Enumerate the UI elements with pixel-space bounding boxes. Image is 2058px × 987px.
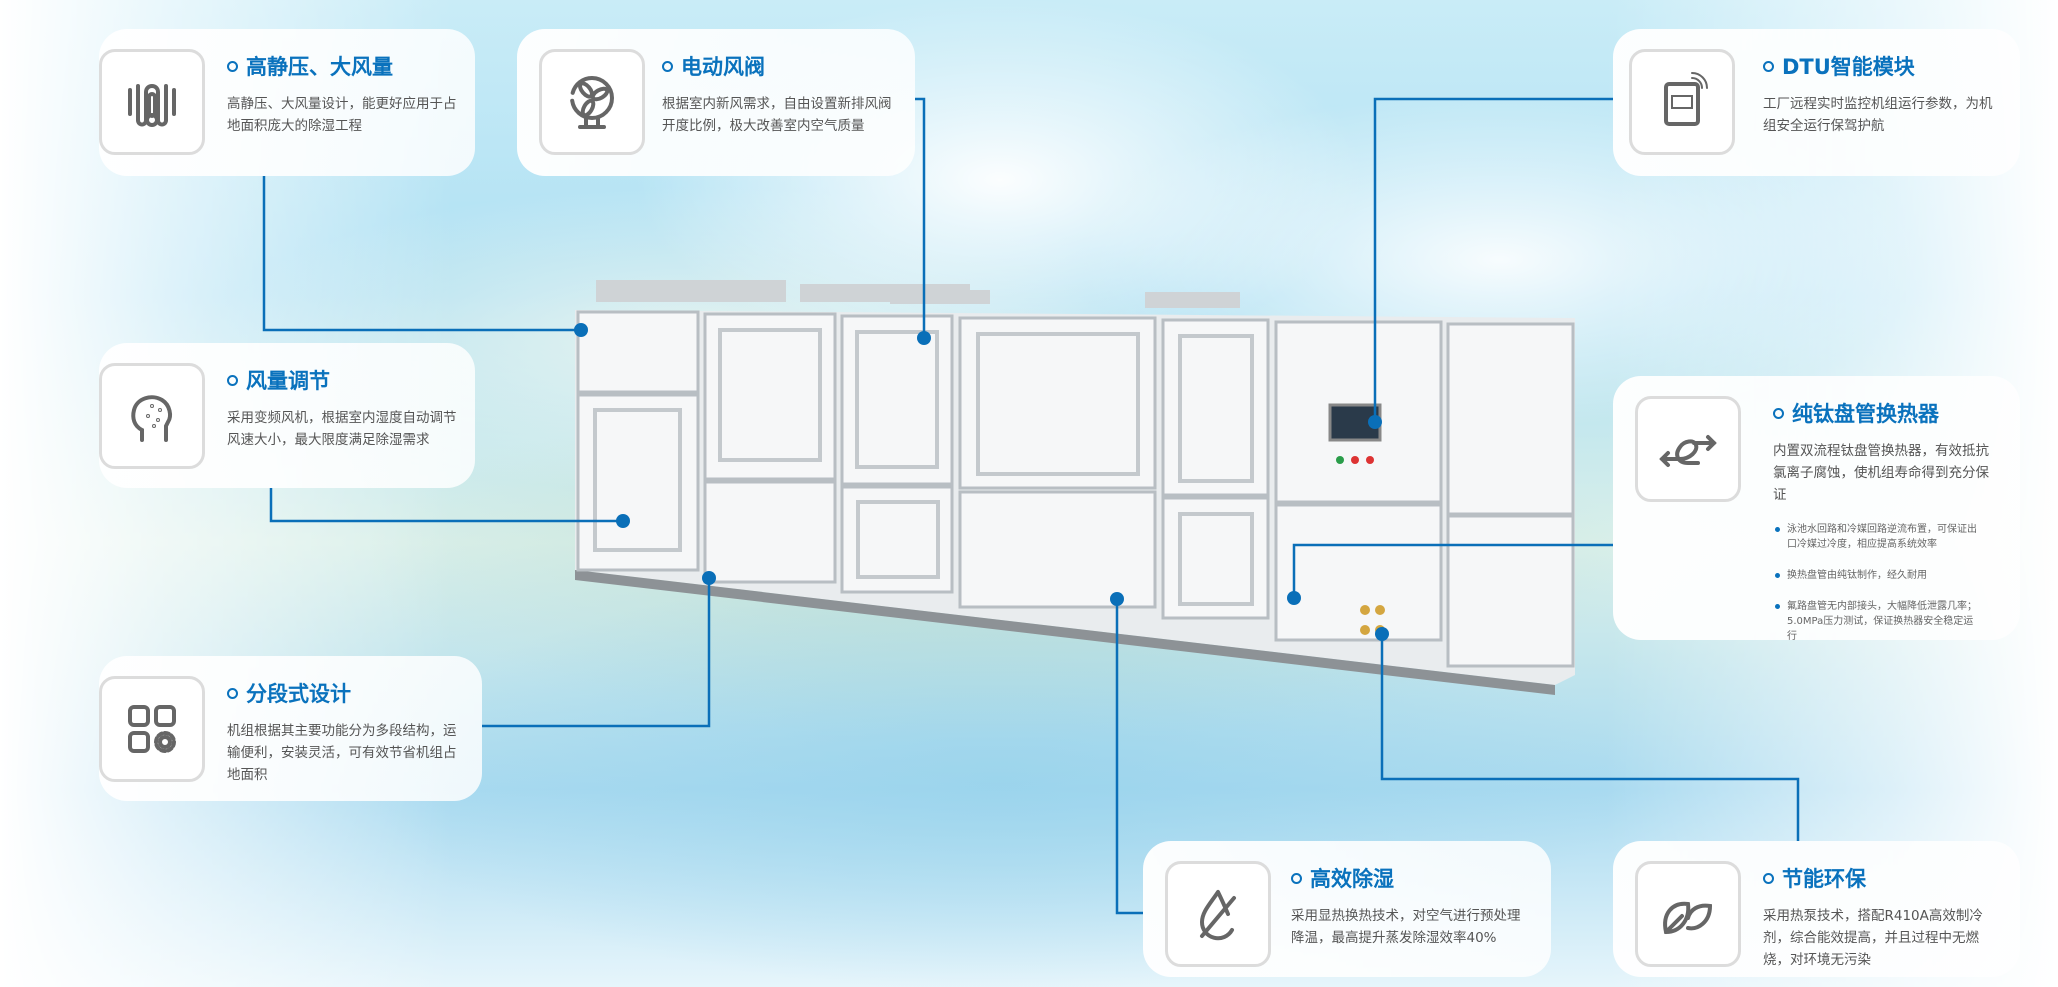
feature-title: 纯钛盘管换热器 <box>1773 398 2002 428</box>
feature-title: DTU智能模块 <box>1763 51 2002 81</box>
feature-card-eco: 节能环保 采用热泵技术，搭配R410A高效制冷剂，综合能效提高，并且过程中无燃烧… <box>1613 841 2020 977</box>
feature-desc: 采用热泵技术，搭配R410A高效制冷剂，综合能效提高，并且过程中无燃烧，对环境无… <box>1763 908 1983 968</box>
dehumidifier-unit-image <box>575 280 1575 695</box>
feature-desc: 采用显热换热技术，对空气进行预处理降温，最高提升蒸发除湿效率40% <box>1291 908 1521 946</box>
feature-title: 高效除湿 <box>1291 863 1533 893</box>
feature-desc: 采用变频风机，根据室内湿度自动调节风速大小，最大限度满足除湿需求 <box>227 410 457 448</box>
feature-bullet: 泳池水回路和冷媒回路逆流布置，可保证出口冷媒过冷度，相应提高系统效率 <box>1773 522 1983 552</box>
feature-card-airflow: 风量调节 采用变频风机，根据室内湿度自动调节风速大小，最大限度满足除湿需求 <box>99 343 475 488</box>
feature-bullet: 氟路盘管无内部接头，大幅降低泄露几率；5.0MPa压力测试，保证换热器安全稳定运… <box>1773 599 1983 644</box>
fan-icon <box>539 49 645 155</box>
thermostat-icon <box>1629 49 1735 155</box>
thermometer-waves-icon <box>99 49 205 155</box>
modules-gear-icon <box>99 676 205 782</box>
drop-slash-icon <box>1165 861 1271 967</box>
feature-desc: 内置双流程钛盘管换热器，有效抵抗氯离子腐蚀，使机组寿命得到充分保证 <box>1773 443 1989 503</box>
feature-title: 风量调节 <box>227 365 457 395</box>
feature-bullet: 换热盘管由纯钛制作，经久耐用 <box>1773 568 1983 583</box>
feature-title: 分段式设计 <box>227 678 464 708</box>
feature-card-titanium: 纯钛盘管换热器 内置双流程钛盘管换热器，有效抵抗氯离子腐蚀，使机组寿命得到充分保… <box>1613 376 2020 642</box>
feature-title: 高静压、大风量 <box>227 51 457 81</box>
feature-title: 节能环保 <box>1763 863 2002 893</box>
feature-card-high-pressure: 高静压、大风量 高静压、大风量设计，能更好应用于占地面积庞大的除湿工程 <box>99 29 475 176</box>
feature-title: 电动风阀 <box>662 51 897 81</box>
leaves-icon <box>1635 861 1741 967</box>
exchange-arrows-icon <box>1635 396 1741 502</box>
feature-desc: 工厂远程实时监控机组运行参数，为机组安全运行保驾护航 <box>1763 96 1993 134</box>
feature-card-dtu: DTU智能模块 工厂远程实时监控机组运行参数，为机组安全运行保驾护航 <box>1613 29 2020 176</box>
feature-card-modular: 分段式设计 机组根据其主要功能分为多段结构，运输便利，安装灵活，可有效节省机组占… <box>99 656 482 801</box>
feature-card-dehumidify: 高效除湿 采用显热换热技术，对空气进行预处理降温，最高提升蒸发除湿效率40% <box>1143 841 1551 977</box>
feature-desc: 根据室内新风需求，自由设置新排风阀开度比例，极大改善室内空气质量 <box>662 96 892 134</box>
feature-card-damper: 电动风阀 根据室内新风需求，自由设置新排风阀开度比例，极大改善室内空气质量 <box>517 29 915 176</box>
head-mind-icon <box>99 363 205 469</box>
feature-desc: 高静压、大风量设计，能更好应用于占地面积庞大的除湿工程 <box>227 96 457 134</box>
feature-desc: 机组根据其主要功能分为多段结构，运输便利，安装灵活，可有效节省机组占地面积 <box>227 723 457 783</box>
